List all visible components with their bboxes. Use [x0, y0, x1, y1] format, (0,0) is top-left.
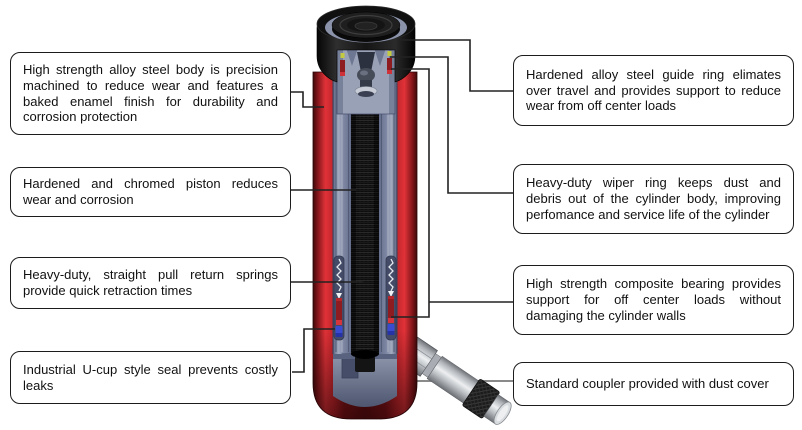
callout-text-wiper-ring: Heavy-duty wiper ring keeps dust and deb… [526, 175, 781, 222]
bearing-strip-upper-left [340, 60, 345, 76]
cylinder-cutaway-interior [332, 72, 398, 407]
leader-lines [291, 39, 513, 373]
leader-line-seal [292, 328, 335, 373]
callout-box-wiper-ring: Heavy-duty wiper ring keeps dust and deb… [513, 164, 794, 234]
wiper-ring-left [340, 53, 345, 58]
wiper-ring-right [387, 51, 392, 56]
callout-text-return-springs: Heavy-duty, straight pull return springs… [23, 267, 278, 298]
callout-box-guide-ring: Hardened alloy steel guide ring elimates… [513, 55, 794, 126]
leader-line-bearing [391, 68, 430, 318]
bearing-strip-right [388, 296, 394, 322]
leader-line-wiper-ring [390, 56, 513, 194]
return-spring-right [385, 255, 397, 341]
leader-line-guide-ring [400, 39, 513, 92]
return-spring-left [333, 255, 345, 341]
callout-text-composite-bearing: High strength composite bearing provides… [526, 276, 781, 323]
bearing-strip-upper-right [387, 58, 392, 74]
callout-text-u-cup-seal: Industrial U-cup style seal prevents cos… [23, 361, 278, 393]
callout-text-body: High strength alloy steel body is precis… [23, 61, 278, 125]
callout-box-composite-bearing: High strength composite bearing provides… [513, 265, 794, 335]
callout-box-body: High strength alloy steel body is precis… [10, 52, 291, 135]
guide-ring-collar [336, 42, 396, 115]
callout-text-guide-ring: Hardened alloy steel guide ring elimates… [526, 66, 781, 114]
callout-box-piston: Hardened and chromed piston reduces wear… [10, 167, 291, 217]
bearing-strip-left [336, 298, 342, 324]
callout-box-coupler: Standard coupler provided with dust cove… [513, 362, 794, 406]
leader-line-body [291, 91, 324, 108]
callout-box-return-springs: Heavy-duty, straight pull return springs… [10, 257, 291, 309]
piston-bolt [357, 52, 375, 72]
callout-text-coupler: Standard coupler provided with dust cove… [526, 376, 769, 392]
piston [351, 94, 379, 372]
cylinder-top-cap [316, 5, 416, 83]
callout-text-piston: Hardened and chromed piston reduces wear… [23, 176, 278, 207]
piston-stop-nub [355, 356, 375, 372]
callout-box-u-cup-seal: Industrial U-cup style seal prevents cos… [10, 351, 291, 404]
